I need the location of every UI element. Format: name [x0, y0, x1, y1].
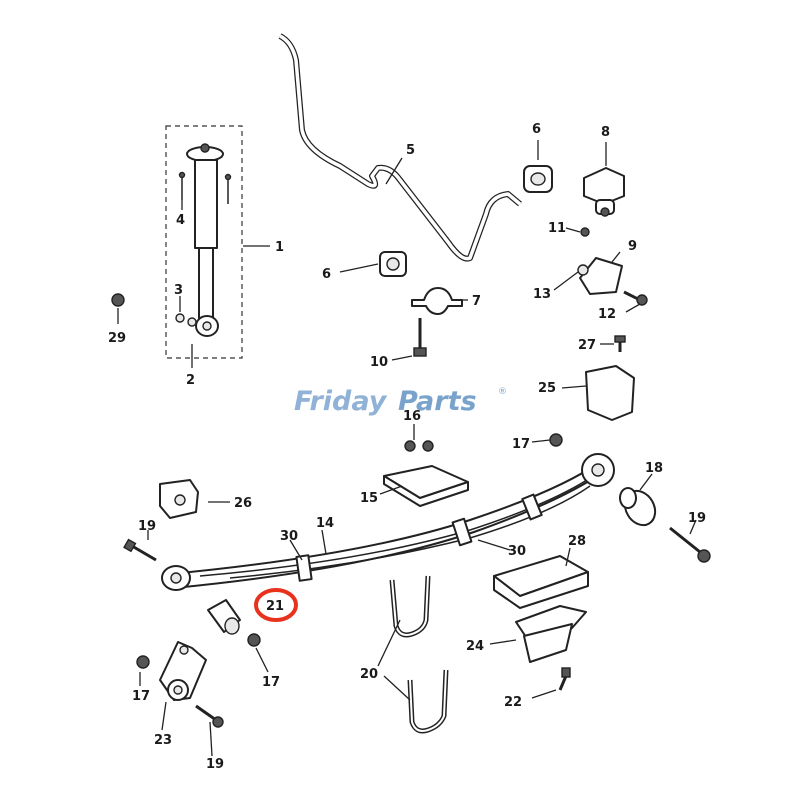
callout-16: 16: [403, 409, 421, 424]
callout-20: 20: [360, 667, 378, 682]
callout-29: 29: [108, 331, 126, 346]
callout-7: 7: [472, 294, 481, 309]
callout-8: 8: [601, 125, 610, 140]
watermark-registered: ®: [498, 387, 507, 397]
leader-lines: [117, 140, 697, 757]
callout-19-right: 19: [688, 511, 706, 526]
u-bolt-upper: [389, 575, 431, 638]
callout-6-middle: 6: [322, 267, 331, 282]
callout-17-right: 17: [512, 437, 530, 452]
callout-22: 22: [504, 695, 522, 710]
callout-3: 3: [174, 283, 183, 298]
callout-21: 21: [266, 599, 284, 614]
callout-2: 2: [186, 373, 195, 388]
spacer-28: [493, 555, 589, 609]
spring-seat: [515, 605, 587, 663]
bolt-19-lower: [195, 704, 224, 728]
callout-9: 9: [628, 239, 637, 254]
callout-15: 15: [360, 491, 378, 506]
bolt-22: [558, 667, 571, 691]
bushing-21: [207, 599, 241, 635]
callout-labels: 1 2 3 4 5 6 6 7 8 9 10 11 12 13 14 15 16…: [108, 122, 706, 772]
nut-17-middle: [247, 633, 261, 647]
watermark-friday: Friday: [294, 386, 388, 417]
shackle: [159, 641, 207, 701]
callout-1: 1: [275, 240, 284, 255]
bushing-upper: [523, 165, 553, 193]
callout-13: 13: [533, 287, 551, 302]
callout-11: 11: [548, 221, 566, 236]
leaf-spring: [161, 453, 615, 591]
nut-16a: [404, 440, 416, 452]
frame-bracket: [585, 365, 635, 421]
callout-12: 12: [598, 307, 616, 322]
bushing-26: [159, 479, 199, 519]
bracket-8: [583, 167, 625, 217]
callout-18: 18: [645, 461, 663, 476]
washer-13: [577, 264, 589, 276]
shock-absorber: [165, 125, 243, 359]
nut-17-right: [549, 433, 563, 447]
sway-bar: [278, 33, 522, 262]
highlight-ring: [254, 588, 298, 622]
bushing-middle: [379, 251, 407, 277]
u-bolt-lower: [407, 669, 449, 734]
bushing-18: [619, 487, 657, 527]
callout-23: 23: [154, 733, 172, 748]
bolt-27: [614, 335, 626, 352]
callout-17-left: 17: [132, 689, 150, 704]
callout-17-middle: 17: [262, 675, 280, 690]
callout-5: 5: [406, 143, 415, 158]
nut-29: [111, 293, 125, 307]
callout-4: 4: [176, 213, 185, 228]
bolt-19-left: [123, 538, 157, 562]
mount-plate: [579, 257, 623, 295]
bolt-19-right: [669, 526, 711, 563]
callout-28: 28: [568, 534, 586, 549]
callout-14: 14: [316, 516, 334, 531]
callout-25: 25: [538, 381, 556, 396]
callout-30-right: 30: [508, 544, 526, 559]
callout-30-left: 30: [280, 529, 298, 544]
clamp: [411, 287, 463, 315]
bolt-10: [413, 318, 427, 357]
nut-16b: [422, 440, 434, 452]
bolt-11: [580, 227, 590, 237]
callout-27: 27: [578, 338, 596, 353]
callout-24: 24: [466, 639, 484, 654]
callout-6-upper: 6: [532, 122, 541, 137]
callout-10: 10: [370, 355, 388, 370]
callout-19-left: 19: [138, 519, 156, 534]
watermark-parts: Parts: [398, 386, 477, 417]
callout-19-lower: 19: [206, 757, 224, 772]
bolt-12: [623, 290, 648, 306]
nut-17-left: [136, 655, 150, 669]
callout-26: 26: [234, 496, 252, 511]
